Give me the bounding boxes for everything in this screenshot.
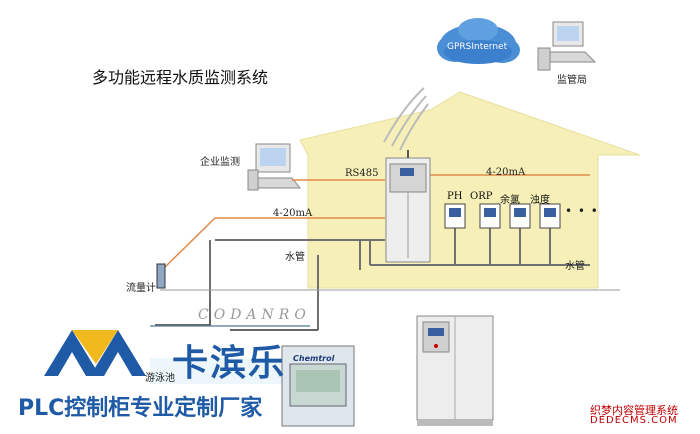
cloud-icon xyxy=(437,18,520,64)
rs485-label: RS485 xyxy=(345,168,379,179)
enterprise-label: 企业监测 xyxy=(200,157,240,168)
more-sensors-ellipsis: • • • xyxy=(565,204,599,218)
watermark-line1: 织梦内容管理系统 xyxy=(590,404,678,417)
sensor-label-chlorine: 余氯 xyxy=(500,195,520,206)
regulator-computer-icon xyxy=(537,21,597,71)
main-cabinet xyxy=(385,150,431,263)
flowmeter-icon xyxy=(156,263,166,289)
regulator-label: 监管局 xyxy=(557,75,587,86)
cloud-label: GPRSInternet xyxy=(447,42,508,52)
house-outline xyxy=(299,91,641,289)
enterprise-computer-icon xyxy=(247,143,302,191)
signal-label-top: 4-20mA xyxy=(486,167,526,178)
panel-brand: Chemtrol xyxy=(293,354,335,363)
brand-logo-icon xyxy=(44,325,310,384)
pool-loop xyxy=(155,289,620,331)
large-cabinet xyxy=(416,315,494,426)
diagram-title: 多功能远程水质监测系统 xyxy=(92,68,269,87)
pipe-label-right: 水管 xyxy=(565,261,585,272)
signal-lines xyxy=(159,174,590,273)
pool-label: 游泳池 xyxy=(145,373,175,384)
brand-text: CODANRO xyxy=(198,307,311,323)
pipe-label-top: 水管 xyxy=(285,252,305,263)
sensor-label-orp: ORP xyxy=(470,191,493,202)
logo-text: 卡滨乐 xyxy=(172,343,287,384)
sensor-label-ph: PH xyxy=(447,191,463,202)
wireless-signal-icon xyxy=(383,87,429,151)
watermark-line2: DEDECMS.COM xyxy=(590,415,678,426)
sensor-label-turbidity: 浊度 xyxy=(530,195,550,206)
controller-panel xyxy=(281,345,355,427)
slogan-text: PLC控制柜专业定制厂家 xyxy=(18,396,263,421)
flowmeter-label: 流量计 xyxy=(126,283,156,294)
signal-label-left: 4-20mA xyxy=(273,208,313,219)
